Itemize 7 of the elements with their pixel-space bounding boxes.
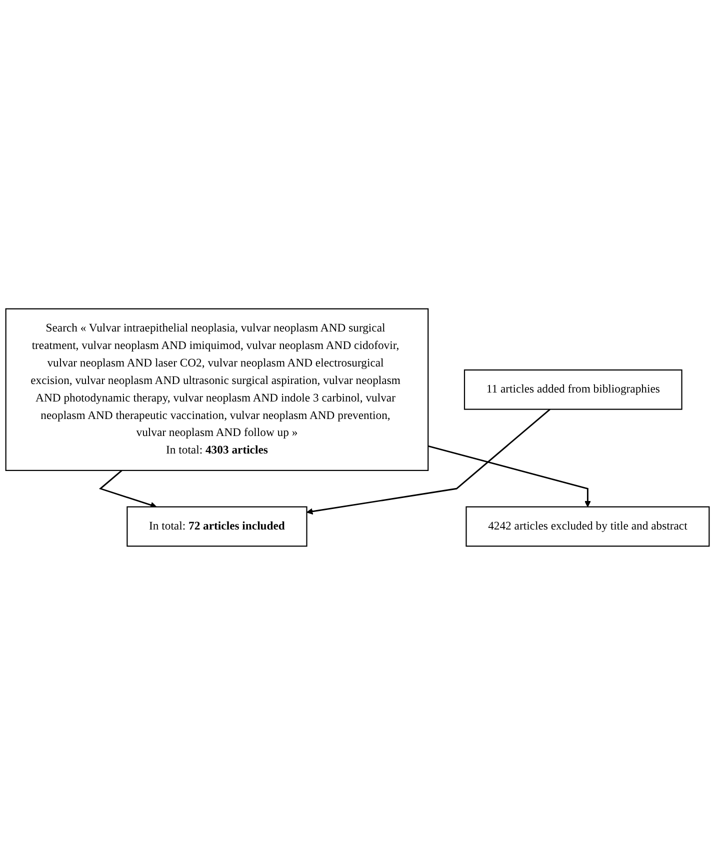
arrow (98, 469, 157, 508)
node-box: 11 articles added from bibliographies (464, 368, 682, 410)
node-box: 4242 articles excluded by title and abstract (466, 506, 710, 546)
arrow (306, 408, 550, 514)
arrow (428, 444, 591, 507)
node-box: In total: 72 articles included (126, 506, 308, 546)
node-box: Search « Vulvar intraepithelial neoplasia, vulvar neoplasm AND surgical treatment, vulvar neoplasm AND imiquimod, vulvar neoplasm AND cidofovir, vulvar neoplasm AND laser CO2, vulvar neoplasm AND electrosurgical excision, vulvar neoplasm AND ultrasonic surgical aspiration, vulvar neoplasm AND photodynamic therapy, vulvar neoplasm AND indole 3 carbinol, vulvar neoplasm AND therapeutic vaccination, vulvar neoplasm AND prevention, vulvar neoplasm AND follow up » In total: 4303 articles (5, 308, 429, 470)
